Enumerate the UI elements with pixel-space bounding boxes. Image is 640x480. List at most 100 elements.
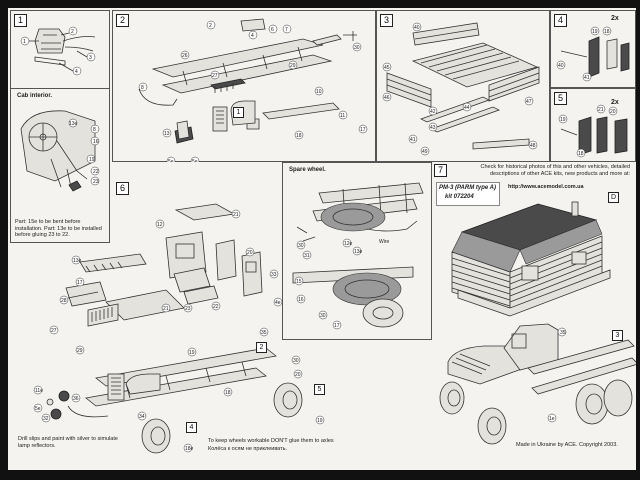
svg-text:42: 42 <box>430 109 436 115</box>
callout: 13e <box>69 121 78 127</box>
panel-step-4: 4 2x 18 19 40 41 <box>550 10 636 88</box>
callout: 17 <box>334 323 340 329</box>
callout: 12e <box>344 241 353 247</box>
svg-text:44: 44 <box>464 105 470 111</box>
svg-text:33: 33 <box>271 272 277 278</box>
callout: 19 <box>592 29 598 35</box>
callout: 18 <box>578 151 584 157</box>
svg-text:4: 4 <box>251 33 254 39</box>
step-inset-4: 4 <box>186 422 197 433</box>
svg-text:48: 48 <box>530 143 536 149</box>
callout: 41 <box>584 75 590 81</box>
panel-step-2: 2 2 4 6 <box>112 10 376 172</box>
callout: 15 <box>296 279 302 285</box>
svg-text:6: 6 <box>271 27 274 33</box>
callout: 16 <box>298 297 304 303</box>
svg-text:5e: 5e <box>35 406 41 412</box>
svg-text:27: 27 <box>51 328 57 334</box>
step-6-callouts: 21 12 13e 20 33 4e 17 28 27 29 21 23 22 … <box>33 209 325 453</box>
svg-text:1e: 1e <box>549 416 555 422</box>
svg-text:17: 17 <box>77 280 83 286</box>
callout: 23 <box>93 179 99 185</box>
svg-text:40: 40 <box>414 25 420 31</box>
svg-text:30: 30 <box>354 45 360 51</box>
step-number-5: 5 <box>554 92 567 105</box>
svg-text:20: 20 <box>295 372 301 378</box>
panel-step-3: 3 40 45 46 47 44 42 43 <box>376 10 550 162</box>
instruction-sheet: 1 1 2 3 4 Cab interior. 13e 8 <box>8 8 636 470</box>
svg-text:32: 32 <box>43 416 49 422</box>
svg-text:45: 45 <box>384 65 390 71</box>
cab-interior-note: Part: 15e to be bent before installation… <box>15 219 102 238</box>
historical-note: Check for historical photos of this and … <box>480 164 631 177</box>
svg-text:22: 22 <box>213 304 219 310</box>
callout: 31 <box>304 253 310 259</box>
svg-text:30: 30 <box>293 358 299 364</box>
website-link[interactable]: http://www.acemodel.com.ua <box>508 184 584 190</box>
cab-interior-drawing: 13e 8 16 19 22 23 <box>20 110 100 192</box>
step-number-6: 6 <box>116 182 129 195</box>
svg-text:41: 41 <box>410 137 416 143</box>
svg-text:12: 12 <box>157 222 163 228</box>
svg-text:36: 36 <box>73 396 79 402</box>
callout: 21 <box>598 107 604 113</box>
callout: 2 <box>71 29 74 35</box>
svg-text:21: 21 <box>233 212 239 218</box>
step-2-callouts: 2 4 6 7 30 26 8 27 29 10 11 17 18 13 5e … <box>138 20 368 172</box>
callout: 22 <box>93 169 99 175</box>
svg-text:21: 21 <box>163 306 169 312</box>
svg-text:4e: 4e <box>275 300 281 306</box>
step-number-1: 1 <box>14 14 27 27</box>
step-inset-2: 2 <box>256 342 267 353</box>
panel-cab-interior: Cab interior. 13e 8 16 19 22 23 Part: 15… <box>10 88 110 243</box>
panel-spare-wheel: Spare wheel. Wire 30 31 13e 12e 15 16 30 <box>282 162 432 340</box>
drill-note: Drill slips and paint with silver to sim… <box>18 436 118 449</box>
svg-text:29: 29 <box>290 63 296 69</box>
svg-text:47: 47 <box>526 99 532 105</box>
step-7-callouts: 35 1e <box>547 327 567 423</box>
callout: 8 <box>93 127 96 133</box>
svg-text:49: 49 <box>422 149 428 155</box>
callout: 30 <box>298 243 304 249</box>
svg-text:18: 18 <box>225 390 231 396</box>
svg-text:23: 23 <box>185 306 191 312</box>
callout: 4 <box>75 69 78 75</box>
svg-text:43: 43 <box>430 125 436 131</box>
step-inset-d: D <box>608 192 619 203</box>
kit-name: PM-3 (PARM type A) <box>439 185 496 191</box>
callout: 40 <box>558 63 564 69</box>
svg-text:29: 29 <box>77 348 83 354</box>
svg-text:34: 34 <box>139 414 145 420</box>
step-6-drawing: 21 12 13e 20 33 4e 17 28 27 29 21 23 22 … <box>33 203 325 454</box>
panel-step-5: 5 2x 20 21 19 18 <box>550 88 636 162</box>
svg-text:19: 19 <box>317 418 323 424</box>
step-2-drawing: 2 4 6 7 30 26 8 27 29 10 11 17 18 13 5e … <box>138 18 368 172</box>
kit-label-box: PM-3 (PARM type A) kit 072204 <box>436 182 500 206</box>
footer-copyright: Made in Ukraine by ACE. Copyright 2003. <box>516 442 618 448</box>
svg-text:35: 35 <box>560 330 566 336</box>
wire-label: Wire <box>379 239 389 245</box>
step-number-3: 3 <box>380 14 393 27</box>
kit-number: kit 072204 <box>445 194 474 200</box>
svg-text:18: 18 <box>296 133 302 139</box>
svg-text:17: 17 <box>360 127 366 133</box>
step-4-drawing: 18 19 40 41 <box>556 26 630 82</box>
step-3-callouts: 40 45 46 47 44 42 43 41 48 49 <box>382 22 538 156</box>
step-1-drawing: 1 2 3 4 <box>20 26 96 76</box>
step-4-multiplier: 2x <box>611 15 619 22</box>
step-inset-3: 3 <box>612 330 623 341</box>
step-number-4: 4 <box>554 14 567 27</box>
svg-text:18e: 18e <box>185 446 194 452</box>
svg-text:26: 26 <box>182 53 188 59</box>
callout: 3 <box>89 55 92 61</box>
step-5-multiplier: 2x <box>611 99 619 106</box>
svg-text:11: 11 <box>340 113 345 119</box>
svg-text:13e: 13e <box>73 258 82 264</box>
step-7-drawing: 35 1e <box>439 201 636 445</box>
svg-text:8: 8 <box>141 85 144 91</box>
spare-wheel-title: Spare wheel. <box>289 167 326 173</box>
callout: 30 <box>320 313 326 319</box>
svg-text:13: 13 <box>164 131 170 137</box>
svg-text:2: 2 <box>209 23 212 29</box>
callout: 20 <box>610 109 616 115</box>
